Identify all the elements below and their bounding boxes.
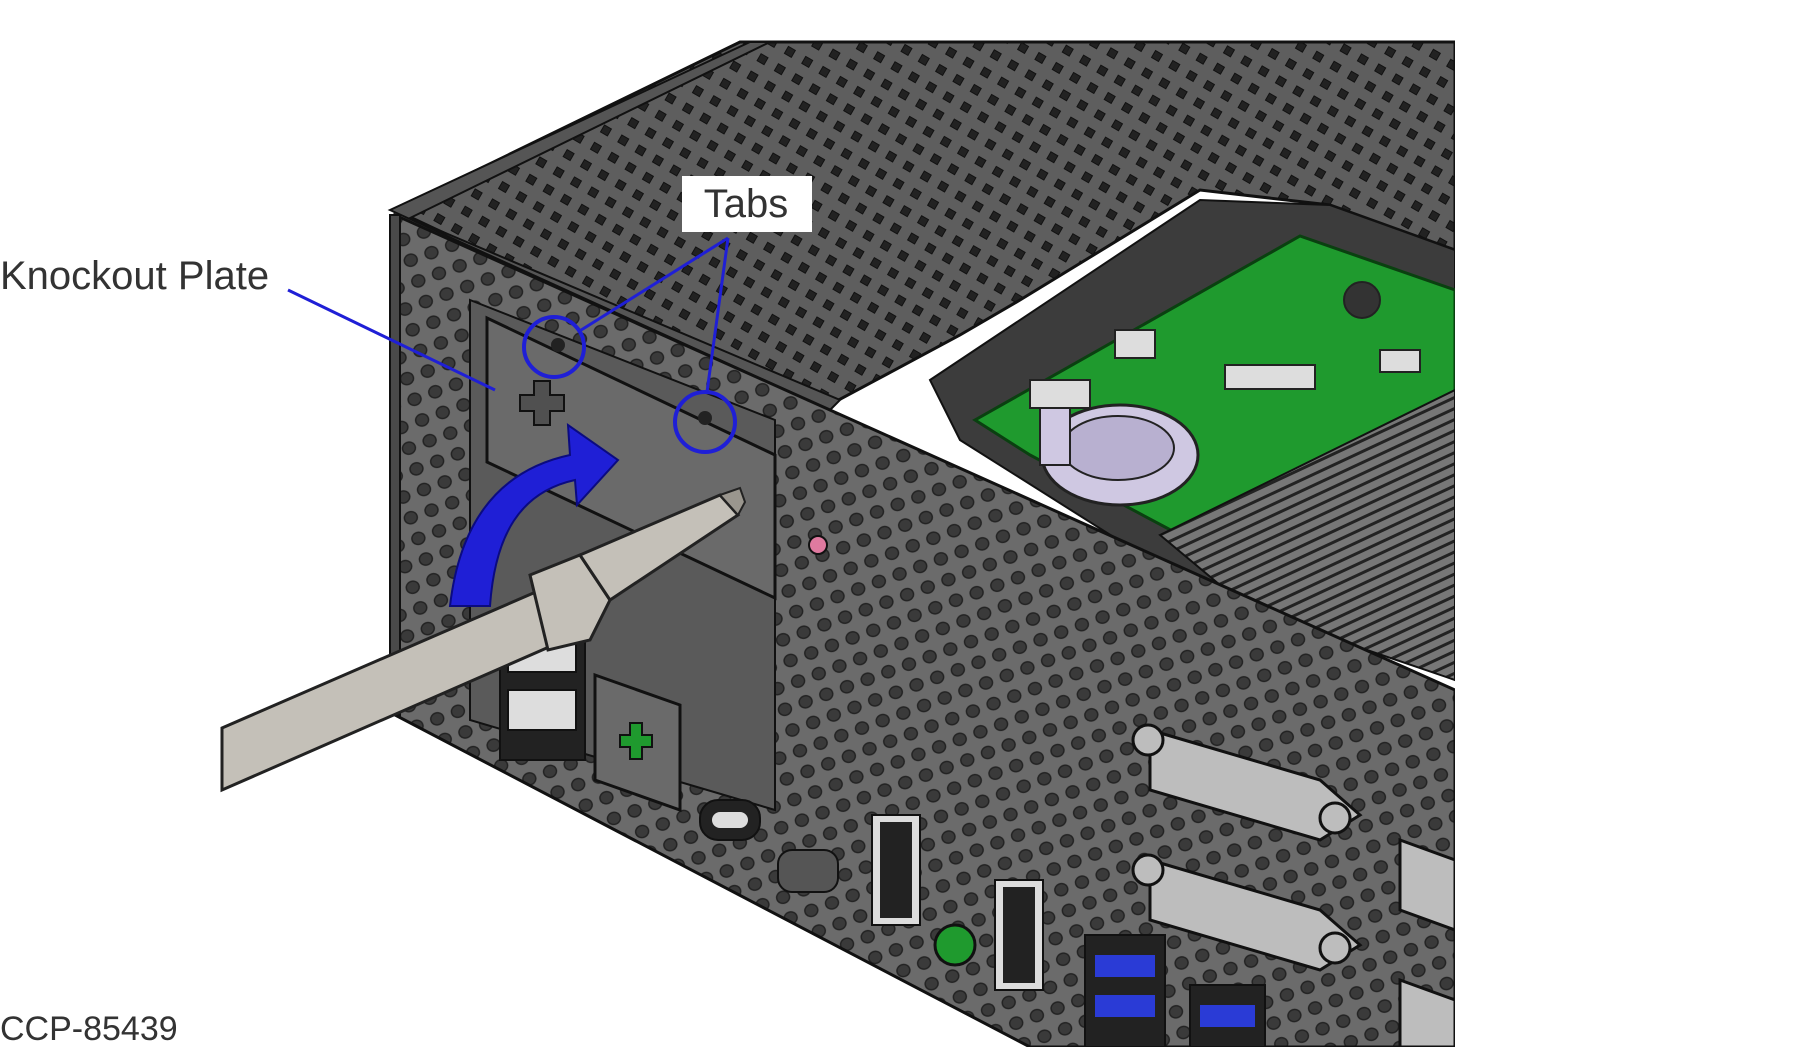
- rotation-arrow-icon: [448, 422, 620, 607]
- status-led: [808, 535, 828, 555]
- tabs-leader-line: [705, 237, 730, 393]
- audio-jack: [933, 923, 977, 967]
- usb-c-port: [699, 799, 761, 841]
- battery-holder: [1039, 403, 1200, 507]
- top-panel: [391, 40, 1455, 412]
- display-ports: [871, 814, 1044, 991]
- screwdriver-icon: [220, 486, 747, 793]
- tab-circle-icon: [522, 315, 586, 379]
- figure-code: CCP-85439: [0, 1010, 178, 1047]
- power-button: [777, 849, 839, 893]
- header-pins: [1029, 281, 1421, 409]
- tabs-label-box: [682, 176, 812, 232]
- knockout-plate-label: Knockout Plate: [0, 254, 269, 298]
- tabs-label: Tabs: [704, 182, 789, 226]
- front-panel-side: [389, 214, 401, 717]
- serial-ports: [1131, 723, 1455, 1047]
- lower-knockout-plate: [593, 672, 682, 813]
- tab-circle-icon: [673, 390, 737, 454]
- usb-ports-blue: [1084, 934, 1266, 1047]
- knockout-leader-line: [287, 288, 496, 392]
- tabs-leader-line: [577, 236, 729, 334]
